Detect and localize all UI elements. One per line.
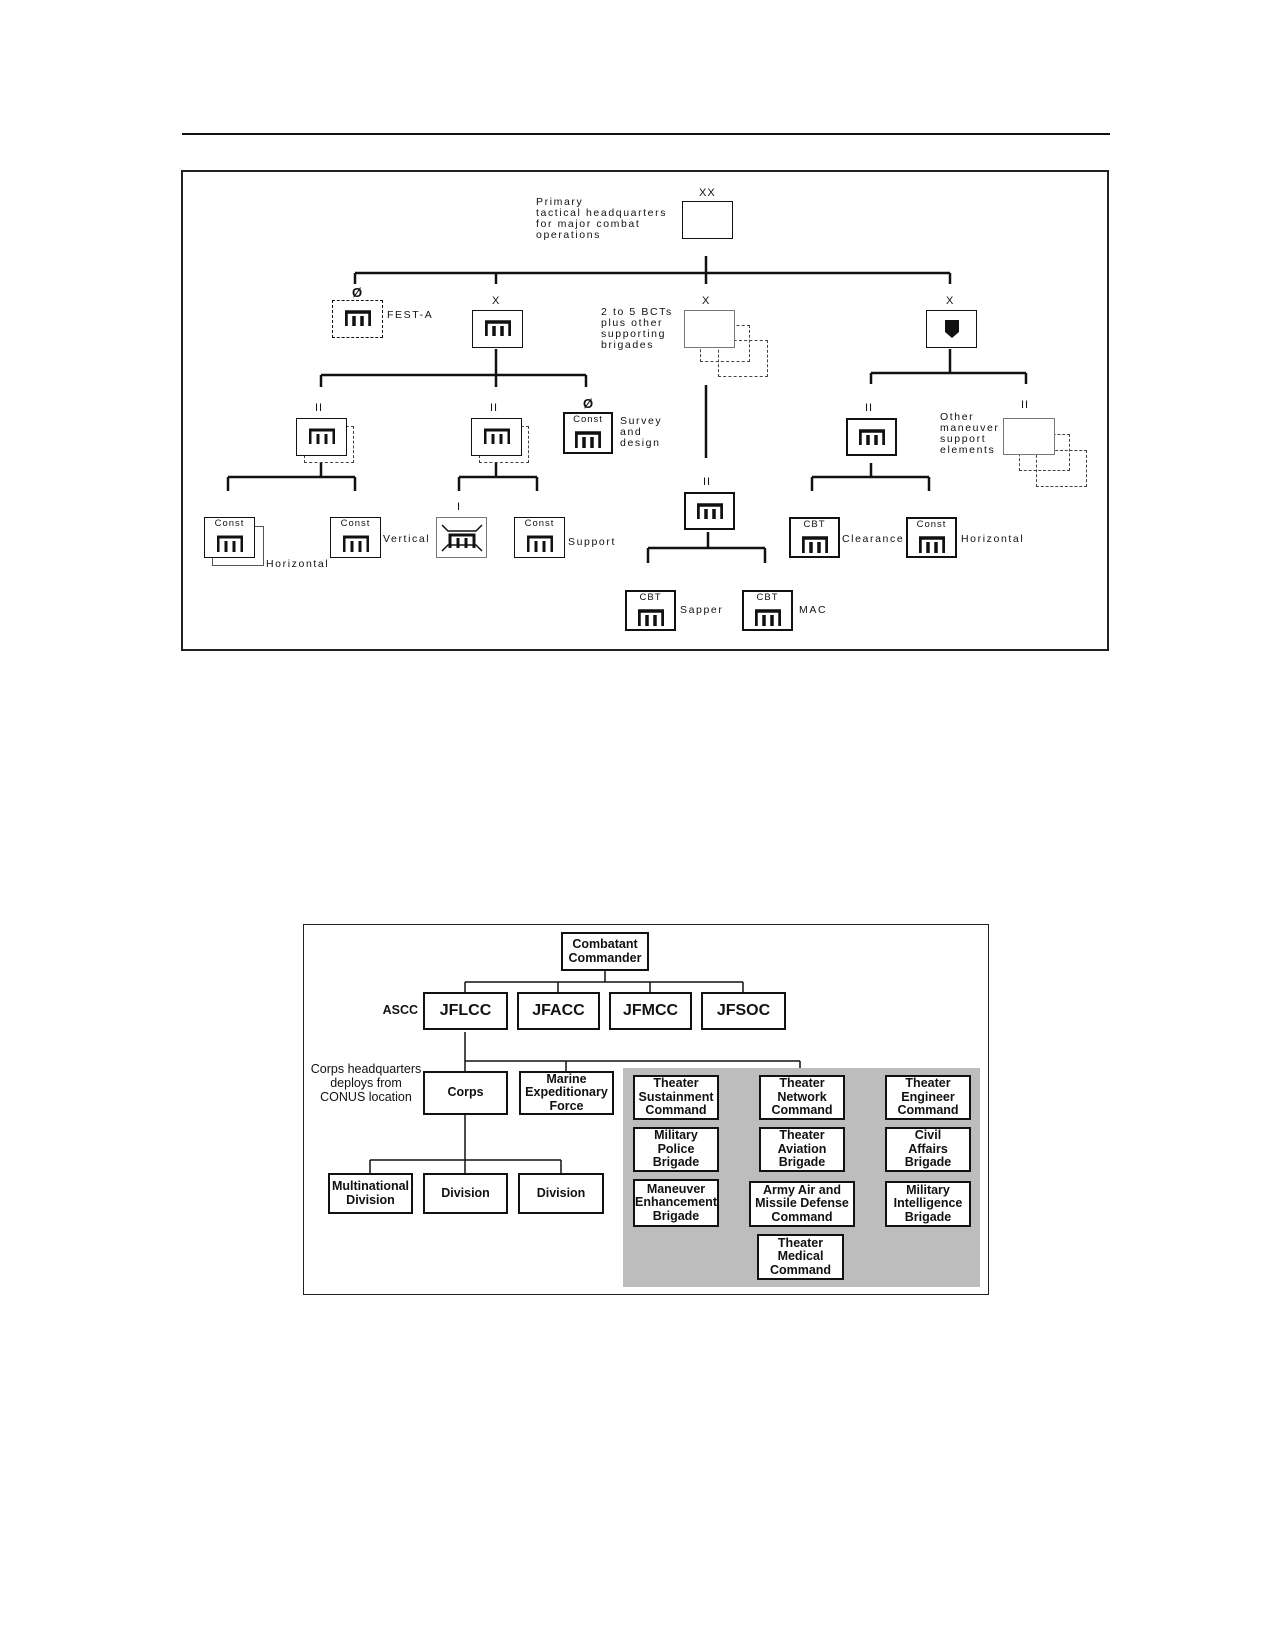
division-echelon: XX	[699, 187, 716, 199]
theater-sustainment-command: Theater Sustainment Command	[633, 1075, 719, 1120]
const-label: Const	[214, 518, 245, 529]
engineer-icon	[637, 609, 664, 626]
engineer-battalion-2	[471, 418, 522, 456]
engineer-brigade	[472, 310, 523, 348]
cbt-label: CBT	[756, 592, 779, 603]
bct-description: 2 to 5 BCTs plus other supporting brigad…	[601, 306, 673, 351]
horizontal-left-label: Horizontal	[266, 558, 330, 570]
header-rule	[182, 133, 1110, 135]
bct-shadow-2	[718, 340, 768, 377]
fest-a-unit	[332, 300, 383, 338]
survey-label: Survey and design	[620, 415, 663, 449]
vertical-company: Const	[330, 517, 381, 558]
jflcc-box: JFLCC	[423, 992, 508, 1030]
sapper-company: CBT	[625, 590, 676, 631]
ascc-label: ASCC	[382, 1003, 418, 1017]
theater-aviation-brigade: Theater Aviation Brigade	[759, 1127, 845, 1172]
battalion-echelon-4: II	[703, 476, 712, 488]
fest-label: FEST-A	[387, 309, 434, 321]
vertical-label: Vertical	[383, 533, 431, 545]
other-support-label: Other maneuver support elements	[940, 411, 1000, 456]
engineer-icon	[526, 535, 553, 552]
sapper-label: Sapper	[680, 604, 724, 616]
mac-company: CBT	[742, 590, 793, 631]
engineer-battalion-3	[846, 418, 897, 456]
theater-medical-command: Theater Medical Command	[757, 1234, 844, 1280]
combatant-commander: Combatant Commander	[561, 932, 649, 971]
company-echelon: I	[457, 501, 462, 513]
bridge-icon	[440, 524, 483, 552]
engineer-icon	[801, 536, 828, 553]
bct-box	[684, 310, 735, 348]
support-label: Support	[568, 536, 616, 548]
battalion-echelon-3: II	[865, 402, 874, 414]
bridge-company	[436, 517, 487, 558]
army-air-missile-defense-command: Army Air and Missile Defense Command	[749, 1181, 855, 1227]
fest-symbol: Ø	[352, 285, 364, 300]
battalion-echelon-2: II	[490, 402, 499, 414]
engineer-battalion-1	[296, 418, 347, 456]
engineer-icon	[342, 535, 369, 552]
engineer-icon	[918, 536, 945, 553]
jfsoc-box: JFSOC	[701, 992, 786, 1030]
multinational-division: Multinational Division	[328, 1173, 413, 1214]
engineer-icon	[858, 429, 885, 445]
division-hq-box	[682, 201, 733, 239]
jfmcc-box: JFMCC	[609, 992, 692, 1030]
brigade-echelon-1: X	[492, 295, 501, 307]
engineer-icon	[308, 428, 335, 444]
theater-engineer-command: Theater Engineer Command	[885, 1075, 971, 1120]
other-shadow-2	[1036, 450, 1087, 487]
other-support-box	[1003, 418, 1055, 455]
engineer-icon	[216, 535, 243, 552]
battalion-echelon-1: II	[315, 402, 324, 414]
engineer-battalion-bct	[684, 492, 735, 530]
cbt-label: CBT	[803, 519, 826, 530]
const-label: Const	[573, 414, 603, 425]
military-police-brigade: Military Police Brigade	[633, 1127, 719, 1172]
horizontal-company-left: Const	[204, 517, 255, 558]
support-company: Const	[514, 517, 565, 558]
theater-network-command: Theater Network Command	[759, 1075, 845, 1120]
engineer-icon	[754, 609, 781, 626]
engineer-icon	[484, 320, 511, 336]
engineer-icon	[575, 431, 601, 448]
const-label: Const	[916, 519, 947, 530]
survey-symbol: Ø	[583, 396, 595, 411]
const-label: Const	[340, 518, 371, 529]
horizontal-company-right: Const	[906, 517, 957, 558]
corps-note: Corps headquarters deploys from CONUS lo…	[310, 1062, 422, 1104]
survey-design-team: Const	[563, 412, 613, 454]
horizontal-right-label: Horizontal	[961, 533, 1025, 545]
division-box-1: Division	[423, 1173, 508, 1214]
cbt-label: CBT	[639, 592, 662, 603]
division-box-2: Division	[518, 1173, 604, 1214]
hq-description: Primary tactical headquarters for major …	[536, 196, 668, 241]
engineer-icon	[344, 310, 371, 326]
clearance-company: CBT	[789, 517, 840, 558]
marine-expeditionary-force: Marine Expeditionary Force	[519, 1071, 614, 1115]
brigade-echelon-3: X	[946, 295, 955, 307]
const-label: Const	[524, 518, 555, 529]
battalion-echelon-other: II	[1021, 399, 1030, 411]
military-intelligence-brigade: Military Intelligence Brigade	[885, 1181, 971, 1227]
civil-affairs-brigade: Civil Affairs Brigade	[885, 1127, 971, 1172]
maneuver-support-brigade	[926, 310, 977, 348]
brigade-echelon-2: X	[702, 295, 711, 307]
engineer-org-chart-frame	[181, 170, 1109, 651]
maneuver-support-icon	[944, 320, 959, 338]
corps-box: Corps	[423, 1071, 508, 1115]
clearance-label: Clearance	[842, 533, 905, 545]
engineer-icon	[696, 503, 723, 519]
maneuver-enhancement-brigade: Maneuver Enhancement Brigade	[633, 1179, 719, 1227]
mac-label: MAC	[799, 604, 828, 616]
engineer-icon	[483, 428, 510, 444]
jfacc-box: JFACC	[517, 992, 600, 1030]
